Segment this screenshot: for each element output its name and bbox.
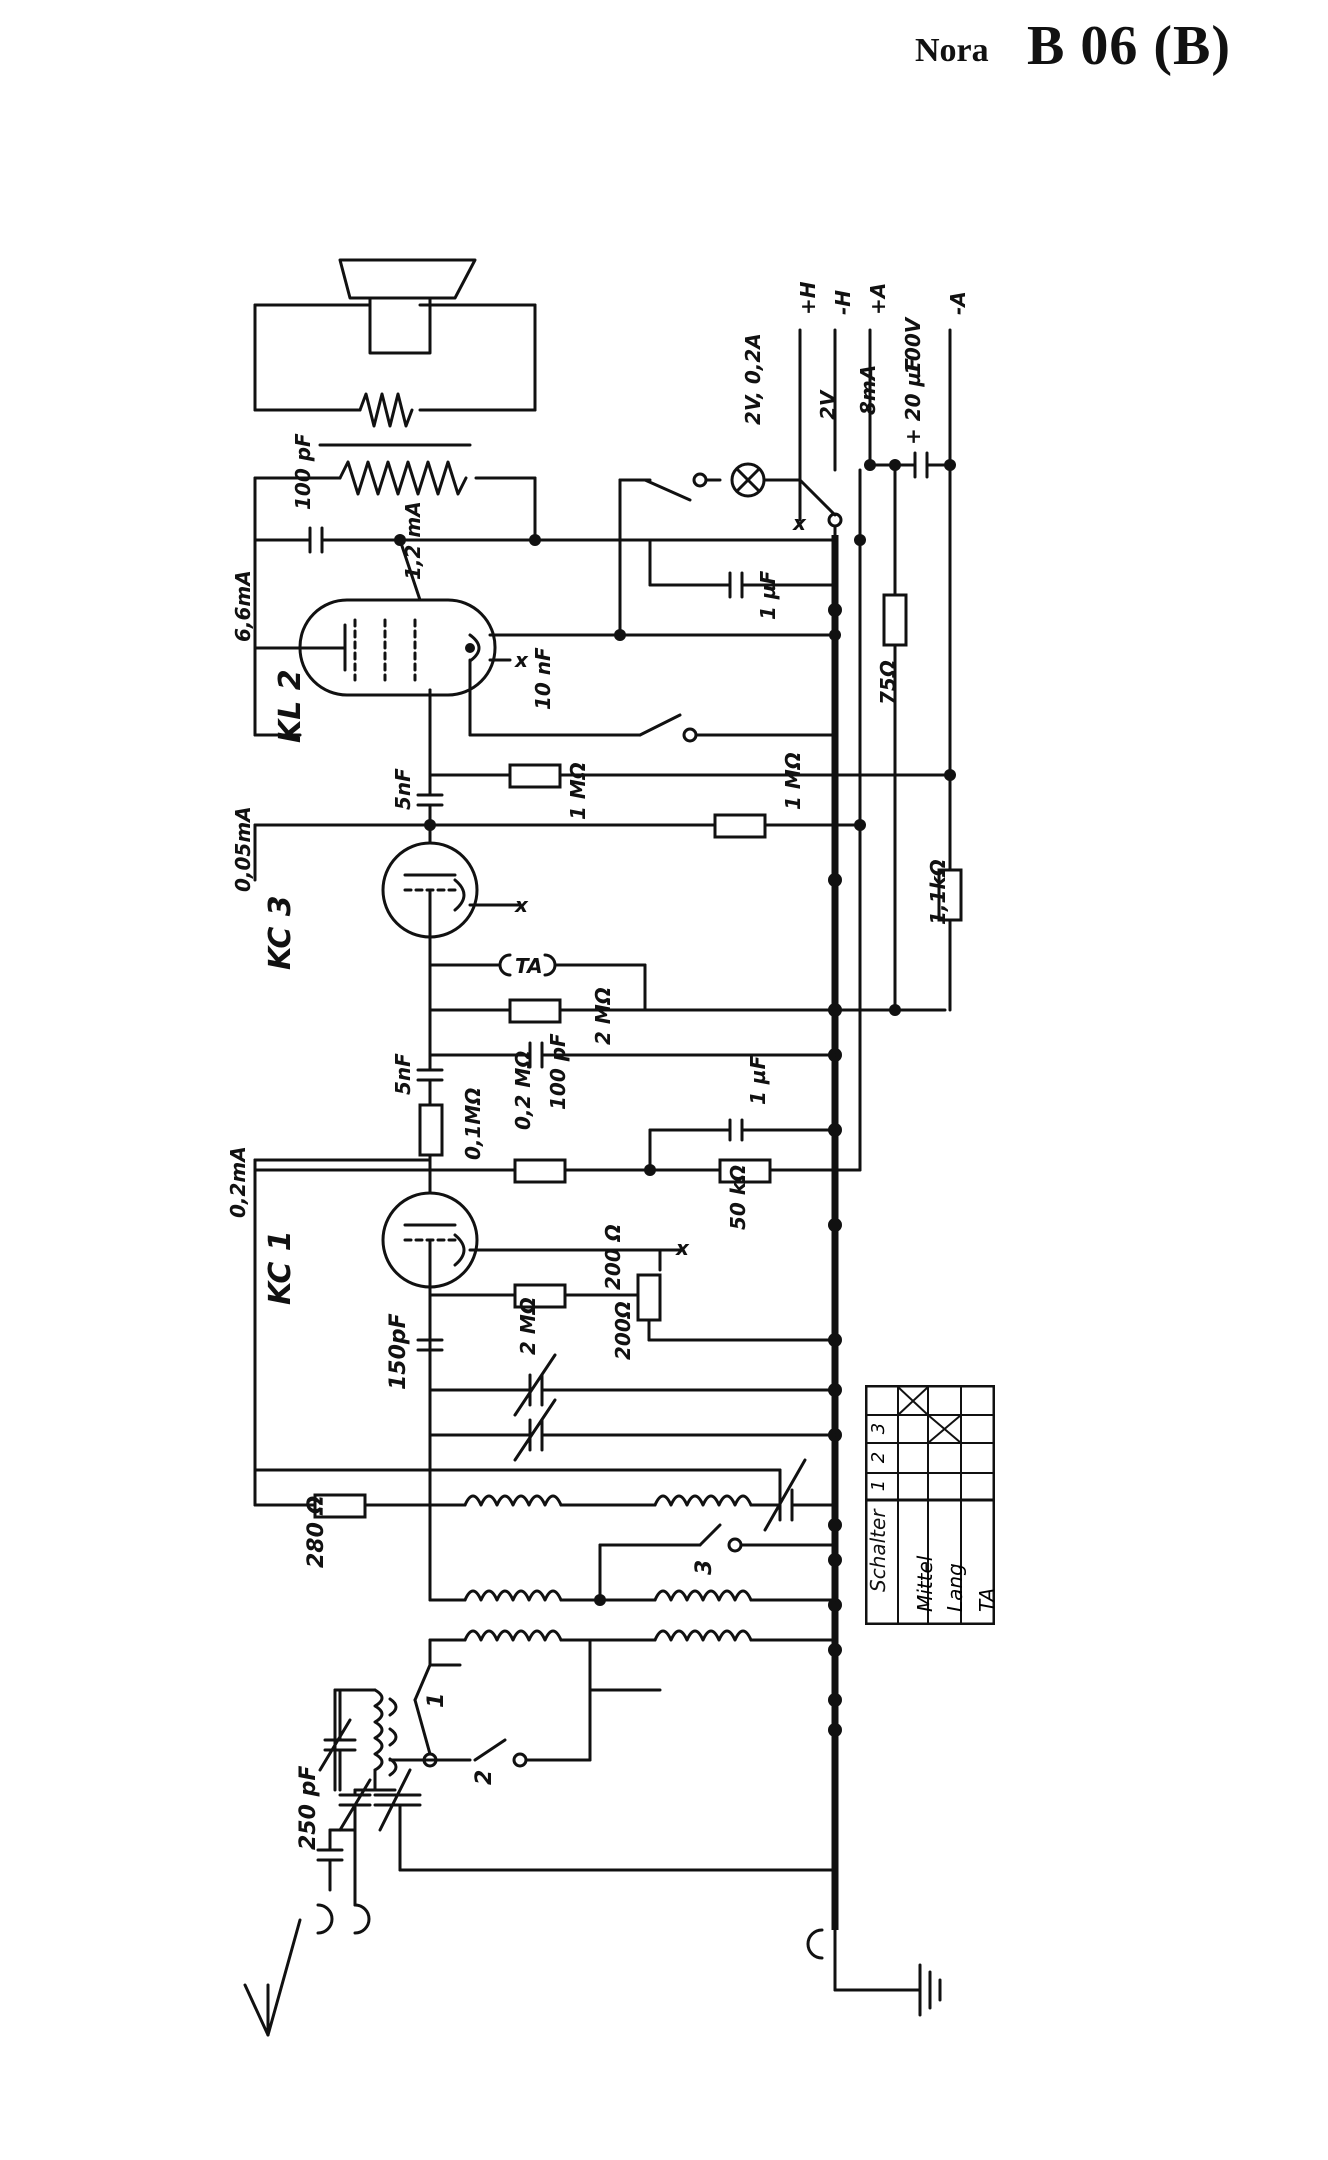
label-1uf-top: 1 µF — [756, 570, 780, 620]
label-100pf-out: 100 pF — [291, 433, 315, 510]
capacitor-5nf-a — [416, 688, 444, 827]
label-10nf: 10 nF — [531, 647, 555, 710]
label-200-b: 200Ω — [611, 1301, 635, 1360]
label-2m-kc1: 2 MΩ — [516, 1297, 540, 1355]
switch-table-col-3: 3 — [868, 1422, 890, 1435]
tube-kl2-label: KL 2 — [273, 669, 308, 743]
resistor-1k1 — [937, 463, 963, 1012]
switch-1 — [388, 1663, 462, 1768]
supply-switch — [798, 478, 843, 542]
label-2m-kc3: 2 MΩ — [591, 987, 615, 1045]
tube-kc3-label: KC 3 — [263, 895, 298, 970]
brand-name: Nora — [915, 32, 989, 69]
supply-terminals — [798, 328, 952, 482]
resistor-75 — [882, 463, 908, 1012]
switch-3-label: 3 — [692, 1560, 717, 1575]
tube-kl2 — [253, 538, 497, 697]
switch-table: Schalter 1 2 3 Mittel Lang TA — [864, 1384, 999, 1626]
switch-table-row-lang: Lang — [943, 1563, 967, 1612]
switch-table-col-2: 2 — [868, 1451, 890, 1464]
label-150pf: 150pF — [386, 1313, 411, 1390]
resistor-50k — [648, 1118, 837, 1184]
switch-1-label: 1 — [424, 1693, 449, 1708]
resistor-2m-kc1 — [428, 1283, 642, 1309]
trimmer-capacitor — [318, 1688, 357, 1792]
label-lamp: 2V, 0,2A — [741, 333, 765, 425]
switch-table-row-ta: TA — [975, 1587, 999, 1612]
tube-kc1 — [381, 1158, 682, 1289]
resistor-2m-kc3 — [428, 998, 947, 1024]
tube-kc3 — [381, 823, 522, 962]
output-transformer — [253, 303, 537, 542]
model-number: B 06 (B) — [1027, 15, 1231, 77]
tube-kc1-label: KC 1 — [263, 1230, 298, 1305]
capacitor-20uf — [868, 451, 952, 479]
x-mark-kc3: x — [514, 893, 529, 917]
x-mark-supply: x — [792, 511, 807, 535]
label-75: 75Ω — [876, 660, 900, 705]
label-kc1-current: 0,2mA — [226, 1146, 250, 1218]
label-8ma: 8mA — [856, 365, 880, 415]
junction-coil3 — [594, 1594, 606, 1606]
coil-row-2 — [253, 1158, 837, 1532]
label-200-a: 200 Ω — [601, 1224, 625, 1290]
resistor-1m-a — [428, 763, 947, 789]
switch-2-label: 2 — [472, 1770, 497, 1785]
junction-050 — [644, 1164, 656, 1176]
terminal-minus-a: -A — [946, 291, 970, 315]
x-mark-kc1: x — [675, 1236, 690, 1260]
resistor-0-1m — [418, 1103, 444, 1157]
cathode-wire-kl2 — [488, 478, 837, 637]
resistor-0-2m — [253, 1158, 862, 1184]
tuning-capacitor-main — [428, 1353, 837, 1462]
terminal-minus-h: -H — [831, 290, 855, 315]
label-100v: 100V — [901, 316, 925, 375]
label-2v: 2V — [816, 389, 840, 420]
switch-table-row-mittel: Mittel — [913, 1555, 937, 1612]
x-mark-kl2: x — [514, 648, 529, 672]
earth-socket — [806, 1928, 942, 2017]
label-1k1: 1,1kΩ — [926, 859, 950, 925]
terminal-plus-h: +H — [796, 281, 820, 315]
label-0-1m: 0,1MΩ — [461, 1088, 485, 1160]
label-ta: TA — [515, 954, 543, 978]
switch-3 — [678, 1523, 837, 1553]
label-1uf-mid: 1 µF — [746, 1055, 770, 1105]
switch-table-header: Schalter — [866, 1509, 890, 1592]
loudspeaker-icon — [338, 258, 477, 355]
potentiometer-200 — [636, 1248, 837, 1342]
switch-table-col-1: 1 — [868, 1479, 890, 1492]
label-250pf: 250 pF — [296, 1766, 321, 1850]
terminal-plus-a: +A — [866, 283, 890, 315]
label-kl2-current: 6,6mA — [231, 570, 255, 642]
label-5nf-a: 5nF — [391, 768, 415, 810]
antenna-socket — [316, 1868, 371, 1935]
antenna — [243, 1918, 302, 2037]
power-switch — [618, 472, 722, 502]
pilot-lamp-icon — [730, 462, 802, 498]
label-1m-b: 1 MΩ — [781, 752, 805, 810]
label-50k: 50 kΩ — [726, 1165, 750, 1230]
capacitor-100pf-output — [253, 526, 837, 554]
label-1m-a: 1 MΩ — [566, 762, 590, 820]
tuning-capacitor-input — [338, 1768, 837, 1872]
label-280: 280 Ω — [304, 1496, 329, 1568]
label-kc3-current: 0,05mA — [231, 806, 255, 892]
capacitor-150pf — [416, 1283, 444, 1392]
capacitor-250pf — [316, 1828, 357, 1892]
ta-socket — [428, 953, 647, 1012]
page-header: Nora B 06 (B) — [895, 12, 1295, 82]
capacitor-100pf-kc3 — [428, 1041, 837, 1069]
label-100pf-kc3: 100 pF — [546, 1033, 570, 1110]
label-5nf-b: 5nF — [391, 1053, 415, 1095]
switch-2 — [428, 1688, 592, 1768]
capacitor-1uf-top — [648, 538, 837, 599]
label-20uf: + 20 µF — [901, 358, 925, 445]
resistor-1m-b — [253, 813, 862, 882]
coil-row-4 — [428, 1629, 837, 1692]
capacitor-10nf — [468, 658, 837, 743]
